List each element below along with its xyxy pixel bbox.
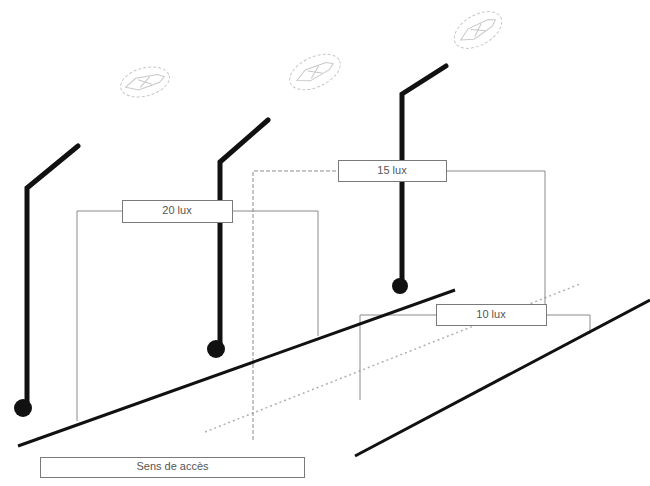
road-edge <box>355 300 650 456</box>
luminaire-symbols <box>117 4 508 102</box>
lux-box: 20 lux <box>122 200 233 223</box>
box-label: 15 lux <box>377 164 406 177</box>
road-edge <box>18 290 455 446</box>
lux-box: 10 lux <box>436 304 547 326</box>
box-label: 20 lux <box>162 204 191 217</box>
box-label: Sens de accès <box>136 460 208 473</box>
lamp-posts <box>27 66 446 402</box>
lamp-bases <box>14 278 408 417</box>
box-label: 10 lux <box>476 308 505 321</box>
lux-box: Sens de accès <box>40 457 305 478</box>
zone-brackets <box>77 171 590 440</box>
lux-box: 15 lux <box>338 160 447 182</box>
